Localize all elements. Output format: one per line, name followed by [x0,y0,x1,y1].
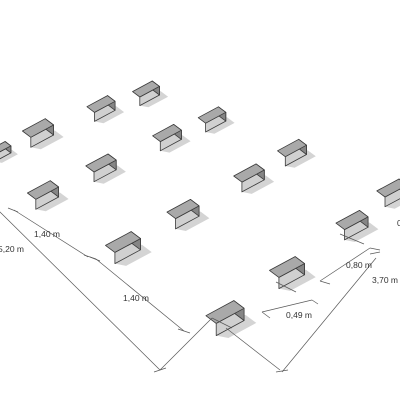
dimension-line [369,247,381,251]
block-shadow [94,163,126,184]
paving-block [205,300,245,337]
block-face-top [105,231,141,253]
dimension-line [275,281,297,293]
dim-label-edge-partial: 0 [397,218,400,228]
dimension-line [95,258,185,332]
block-face-top [197,106,227,124]
dim-label-gap-right: 0,80 m [346,260,372,270]
block-face-top [152,124,182,143]
block-shadow [114,242,152,266]
paving-block [233,163,265,193]
paving-blocks [0,80,400,337]
block-face-top [277,138,307,158]
dimension-line [261,311,271,319]
dimension-line [311,299,319,305]
block-shadow [285,148,316,168]
dimension-labels: 1,40 m 1,40 m 5,20 m 0,49 m 0,80 m 3,70 … [0,218,400,320]
dimension-line [319,247,371,282]
paving-block [166,198,200,230]
block-face-top [376,178,400,198]
dimension-lines [0,207,381,373]
dimension-line [211,317,233,329]
paving-block [0,141,12,160]
dim-label-block-depth: 0,49 m [286,310,312,320]
dim-label-total-left: 5,20 m [0,244,24,254]
block-face-top [21,118,54,138]
dimension-line [89,256,101,262]
paving-block [86,95,116,122]
block-shadow [205,115,235,134]
block-shadow [175,209,210,231]
block-face-top [205,300,245,324]
block-shadow [139,89,169,108]
dimension-line [319,280,331,285]
dimension-line [159,317,213,371]
block-face-top [85,153,117,173]
dim-label-spacing-2: 1,40 m [123,293,149,303]
block-shadow [30,128,64,150]
paving-block [269,256,305,290]
dimension-line [339,233,365,245]
block-shadow [94,104,125,124]
dimension-line [281,257,377,373]
block-shadow [344,220,379,242]
paving-block [132,80,160,106]
paving-block [85,153,117,183]
block-shadow [385,188,400,209]
block-face-top [233,163,265,183]
dimension-line [0,211,161,371]
block-shadow [241,173,275,194]
block-face-top [269,256,305,278]
block-shadow [160,133,191,153]
paving-block [105,231,141,265]
dimension-line [225,327,281,371]
dimension-line [275,369,289,373]
block-face-top [166,198,200,220]
block-shadow [0,148,18,163]
dim-label-spacing-1: 1,40 m [34,229,60,239]
paving-block [277,138,307,167]
dimension-line [13,209,89,258]
dim-label-total-right: 3,70 m [372,275,398,285]
paving-block [197,106,227,133]
dimension-line [261,299,313,313]
paving-block [26,180,59,210]
paving-block [335,209,369,241]
block-shadow [278,267,316,291]
paving-block [21,118,54,148]
block-face-top [86,95,116,113]
block-face-top [0,141,12,153]
shadows [0,89,400,338]
dimension-line [369,251,381,255]
block-shadow [216,312,257,338]
paving-block [376,178,400,208]
paving-block [152,124,182,152]
block-face-top [335,209,369,231]
block-face-top [26,180,59,200]
block-shadow [35,190,69,212]
block-face-top [132,80,160,98]
